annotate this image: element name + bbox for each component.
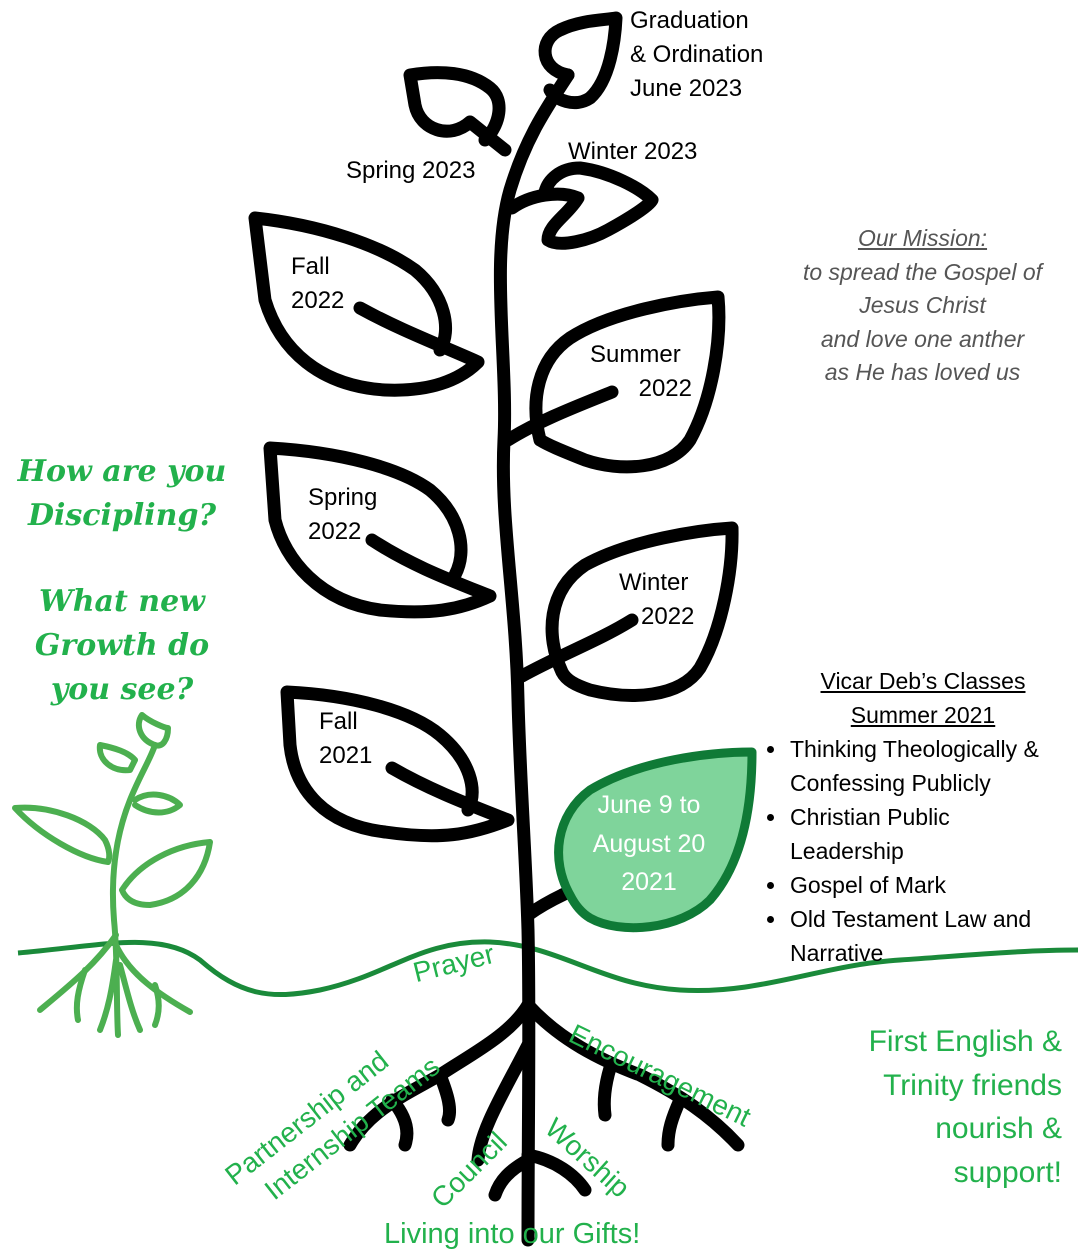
leaf-spring-2023: [403, 66, 512, 157]
mission-statement: Our Mission: to spread the Gospel of Jes…: [780, 222, 1065, 390]
label-winter-2022: Winter 2022: [619, 569, 695, 630]
leaf-graduation: [538, 11, 623, 109]
label-winter-2023: Winter 2023: [568, 138, 698, 165]
label-current-leaf: June 9 to August 20 2021: [592, 791, 706, 896]
leaf-winter-2023: [505, 161, 659, 250]
label-spring-2023: Spring 2023: [346, 157, 476, 184]
support-note: First English & Trinity friends nourish …: [868, 1025, 1062, 1189]
root-center-right: [521, 1148, 592, 1197]
root-right-1: [521, 998, 745, 1152]
classes-heading: Vicar Deb’s Classes: [820, 668, 1026, 694]
label-fall-2022: Fall 2022: [291, 253, 345, 314]
classes-list: Vicar Deb’s Classes Summer 2021 Thinking…: [760, 664, 1080, 970]
root-left-4: [471, 1038, 535, 1167]
label-summer-2022: Summer 2022: [590, 341, 692, 402]
label-graduation: Graduation & Ordination June 2023: [630, 7, 764, 102]
ground-line: [17, 939, 1079, 997]
root-right-2: [597, 1061, 617, 1122]
question-discipling: How are you Discipling?: [17, 454, 227, 533]
leaf-fall-2021: [280, 685, 515, 843]
class-item: Gospel of Mark: [788, 868, 1080, 902]
footer-caption: Living into our Gifts!: [384, 1218, 641, 1250]
label-fall-2021: Fall 2021: [319, 708, 373, 769]
leaf-spring-2022: [263, 441, 497, 619]
sketch-plant-icon: [12, 712, 213, 1038]
main-stem: [493, 68, 575, 1247]
root-center-left: [488, 1153, 535, 1202]
leaf-summer-2022: [501, 290, 726, 474]
leaf-winter-2022: [515, 521, 739, 702]
leaf-fall-2022: [248, 211, 485, 397]
label-spring-2022: Spring 2022: [308, 484, 378, 545]
root-left-2: [433, 1068, 457, 1127]
root-right-3: [661, 1093, 687, 1152]
root-left-3: [385, 1093, 414, 1152]
question-growth: What new Growth do you see?: [34, 584, 210, 707]
mission-heading: Our Mission:: [857, 225, 988, 251]
leaf-current: [554, 747, 757, 933]
class-item: Thinking Theologically &Confessing Publi…: [788, 732, 1080, 800]
